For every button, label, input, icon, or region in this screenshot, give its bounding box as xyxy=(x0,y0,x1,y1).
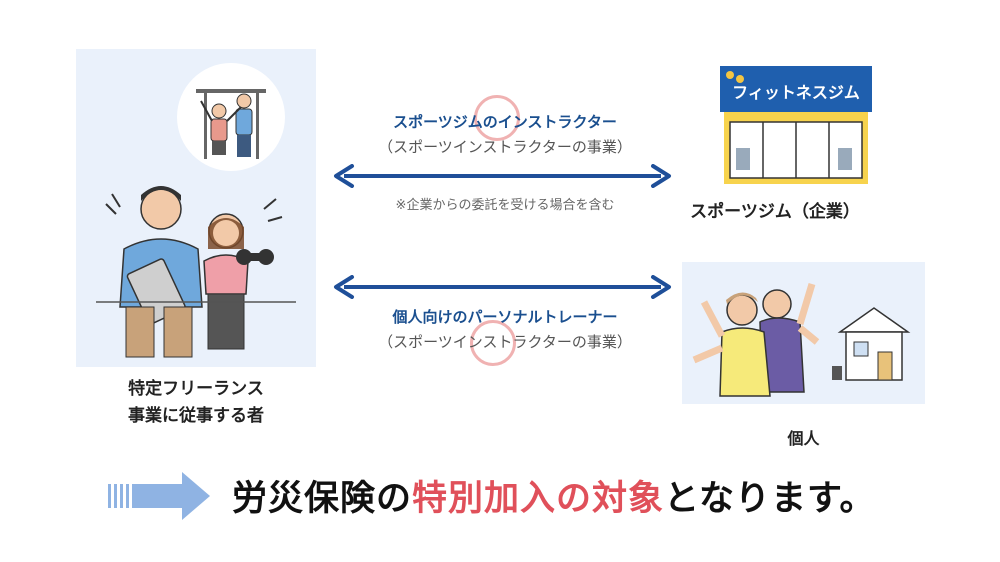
freelancer-illustration xyxy=(96,63,296,358)
upper-note: ※企業からの委託を受ける場合を含む xyxy=(395,198,615,213)
individual-panel xyxy=(682,262,925,404)
client-icon xyxy=(692,292,771,397)
gym-scene-icon xyxy=(196,89,266,159)
gym-building-illustration xyxy=(720,66,872,184)
freelancer-panel xyxy=(76,49,316,367)
house-icon xyxy=(832,307,911,381)
upper-subtitle: （スポーツインストラクターの事業） xyxy=(378,138,632,156)
lower-double-arrow xyxy=(334,275,671,299)
freelancer-label-line1: 特定フリーランス xyxy=(128,379,264,399)
conclusion-part1: 労災保険の xyxy=(232,479,413,519)
gym-label: スポーツジム（企業） xyxy=(690,202,860,222)
gym-sign-text: フィットネスジム xyxy=(732,83,860,102)
conclusion-text: 労災保険の特別加入の対象となります。 xyxy=(232,470,875,521)
freelancer-label-line2: 事業に従事する者 xyxy=(128,406,264,426)
upper-highlight-ring xyxy=(474,95,520,141)
lower-subtitle: （スポーツインストラクターの事業） xyxy=(378,333,632,351)
lower-title: 個人向けのパーソナルトレーナー xyxy=(392,308,618,326)
individual-illustration xyxy=(692,282,911,397)
right-arrow-icon xyxy=(108,472,210,520)
conclusion-highlight: 特別加入の対象 xyxy=(412,479,665,519)
trainer-behind-icon xyxy=(759,282,820,393)
individual-label: 個人 xyxy=(787,429,820,448)
upper-title: スポーツジムのインストラクター xyxy=(393,113,617,131)
gym-sign-board xyxy=(720,66,872,112)
trainer-man-icon xyxy=(105,186,203,358)
freelancer-label: 特定フリーランス 事業に従事する者 xyxy=(60,376,332,430)
upper-double-arrow xyxy=(334,164,671,188)
lower-highlight-ring xyxy=(470,320,516,366)
woman-dumbbell-icon xyxy=(203,198,283,350)
conclusion-part2: となります。 xyxy=(664,479,876,519)
